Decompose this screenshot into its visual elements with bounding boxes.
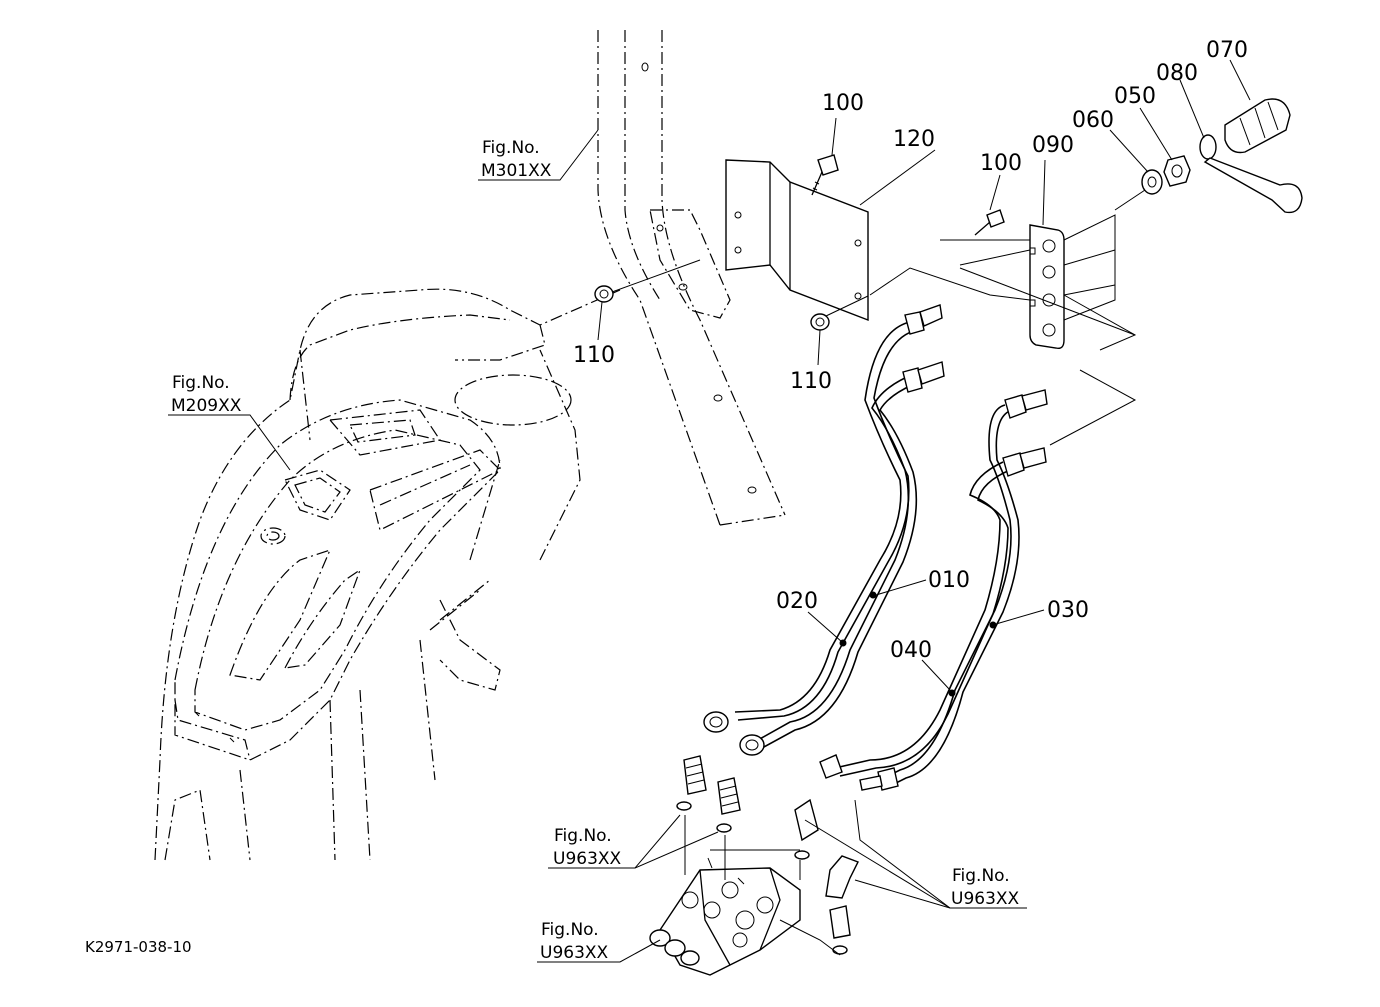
figref-m209-number: M209XX: [171, 396, 242, 416]
callout-040: 040: [890, 638, 932, 663]
fitting-pipe-020-top: [904, 304, 943, 335]
callout-080: 080: [1156, 61, 1198, 86]
washer-060: [1141, 169, 1163, 195]
o-ring-080: [1199, 134, 1217, 160]
pipe-020: [734, 321, 911, 713]
figref-u963-right-number: U963XX: [951, 889, 1020, 909]
callout-060: 060: [1072, 108, 1114, 133]
callout-010: 010: [928, 568, 970, 593]
diagram-code: K2971-038-10: [85, 938, 192, 956]
adapter-left-2: [716, 777, 741, 833]
figref-m209-label: Fig.No.: [172, 373, 230, 393]
pipe-040: [834, 461, 1011, 777]
callout-020: 020: [776, 589, 818, 614]
pipe-010: [757, 377, 910, 741]
nut-110-left: [594, 285, 614, 303]
fitting-pipe-030-top: [1004, 389, 1048, 419]
leader-lines: [168, 59, 1251, 963]
callout-100-right: 100: [980, 151, 1022, 176]
marker-010: [869, 591, 877, 599]
fitting-pipe-040-top: [1002, 447, 1047, 477]
callout-070: 070: [1206, 38, 1248, 63]
callout-050: 050: [1114, 84, 1156, 109]
fender-console-outline: [154, 288, 621, 861]
adapter-elbow-right: [825, 855, 859, 955]
plate-090: [1029, 224, 1065, 350]
figref-u963-bottom-number: U963XX: [540, 943, 609, 963]
rops-post-outline: [597, 30, 786, 526]
callout-100-left: 100: [822, 91, 864, 116]
figref-m301-label: Fig.No.: [482, 138, 540, 158]
nut-050: [1163, 155, 1191, 187]
figref-u963-left-number: U963XX: [553, 849, 622, 869]
fitting-pipe-020-bottom: [703, 711, 729, 733]
bracket-120: [725, 159, 869, 322]
bolt-100-left: [811, 154, 839, 196]
callout-110-left: 110: [573, 343, 615, 368]
figref-m301-number: M301XX: [481, 161, 552, 181]
control-valve: [649, 815, 841, 976]
marker-040: [948, 689, 956, 697]
pipe-010-outer: [761, 384, 918, 749]
callout-090: 090: [1032, 133, 1074, 158]
fitting-pipe-040-bottom: [819, 754, 843, 779]
bolt-100-right: [974, 209, 1005, 236]
adapter-left-1: [676, 755, 707, 811]
callout-030: 030: [1047, 598, 1089, 623]
assembly-lines: [611, 189, 1146, 446]
fitting-pipe-010-bottom: [739, 734, 765, 756]
pipe-030: [879, 404, 1020, 789]
figref-u963-left-label: Fig.No.: [554, 826, 612, 846]
adapter-elbow-center: [794, 798, 819, 860]
fitting-pipe-010-top: [902, 361, 945, 393]
fitting-pipe-030-bottom: [859, 767, 899, 791]
figref-u963-right-label: Fig.No.: [952, 866, 1010, 886]
figref-u963-bottom-label: Fig.No.: [541, 920, 599, 940]
marker-030: [989, 621, 997, 629]
callout-110-right: 110: [790, 369, 832, 394]
pipe-020-outer: [737, 329, 919, 721]
quick-coupler-070: [1203, 98, 1303, 214]
callout-120: 120: [893, 127, 935, 152]
